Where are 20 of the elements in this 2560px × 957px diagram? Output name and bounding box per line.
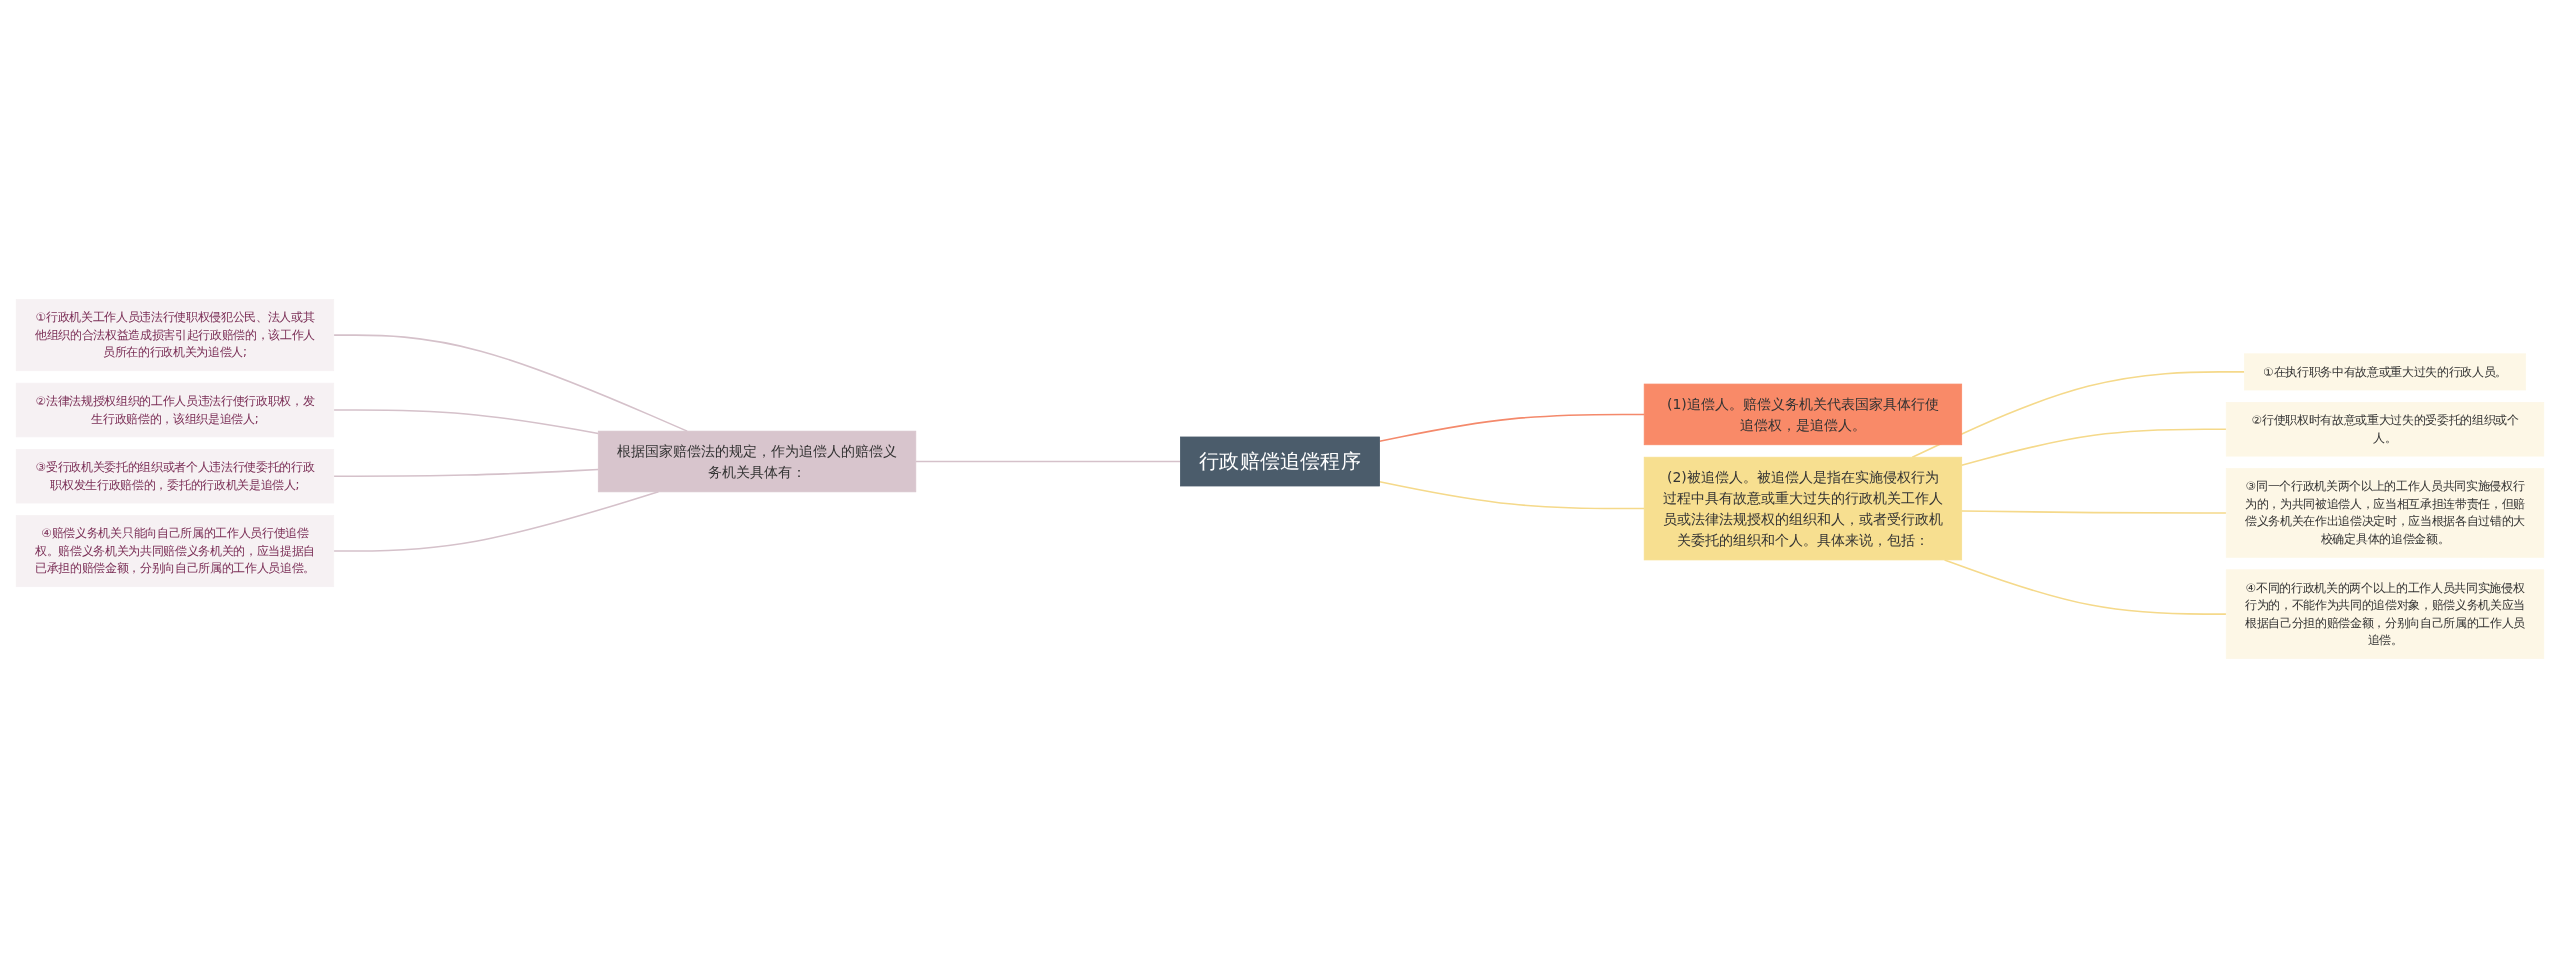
node-box: ②法律法规授权组织的工作人员违法行使行政职权，发生行政赔偿的，该组织是追偿人; [15,382,335,437]
node-box: ③同一个行政机关两个以上的工作人员共同实施侵权行为的，为共同被追偿人，应当相互承担连带责任，但赔偿义务机关在作出追偿决定时，应当根据各自过错的大校确定具体的追偿金额。 [2225,467,2545,558]
node-box: (2)被追偿人。被追偿人是指在实施侵权行为过程中具有故意或重大过失的行政机关工作人员或法律法规授权的组织和人，或者受行政机关委托的组织和个人。具体来说，包括： [1643,456,1963,560]
connector [1378,480,1645,509]
node-box: ④赔偿义务机关只能向自己所属的工作人员行使追偿权。赔偿义务机关为共同赔偿义务机关的，应当提据自已承担的赔偿金额，分别向自己所属的工作人员追偿。 [15,514,335,587]
node-box: 根据国家赔偿法的规定，作为追偿人的赔偿义务机关具体有： [597,430,917,492]
connector [1960,509,2228,514]
node-box: ④不同的行政机关的两个以上的工作人员共同实施侵权行为的，不能作为共同的追偿对象，赔偿义务机关应当根据自己分担的赔偿金额，分别向自己所属的工作人员追偿。 [2225,568,2545,659]
node-box: ②行使职权时有故意或重大过失的受委托的组织或个人。 [2225,401,2545,457]
connector [332,468,600,477]
connector [332,490,660,552]
node-box: ③受行政机关委托的组织或者个人违法行使委托的行政职权发生行政赔偿的，委托的行政机关是追偿人; [15,448,335,503]
connector [332,408,600,434]
connector [1378,413,1645,442]
connector [915,460,1182,462]
connector [1960,428,2228,466]
node-box: (1)追偿人。赔偿义务机关代表国家具体行使追偿权，是追偿人。 [1643,383,1963,445]
node-box: 行政赔偿追偿程序 [1180,436,1380,486]
node-box: ①在执行职务中有故意或重大过失的行政人员。 [2244,352,2527,390]
node-box: ①行政机关工作人员违法行使职权侵犯公民、法人或其他组织的合法权益造成损害引起行政赔偿的，该工作人员所在的行政机关为追偿人; [15,298,335,371]
